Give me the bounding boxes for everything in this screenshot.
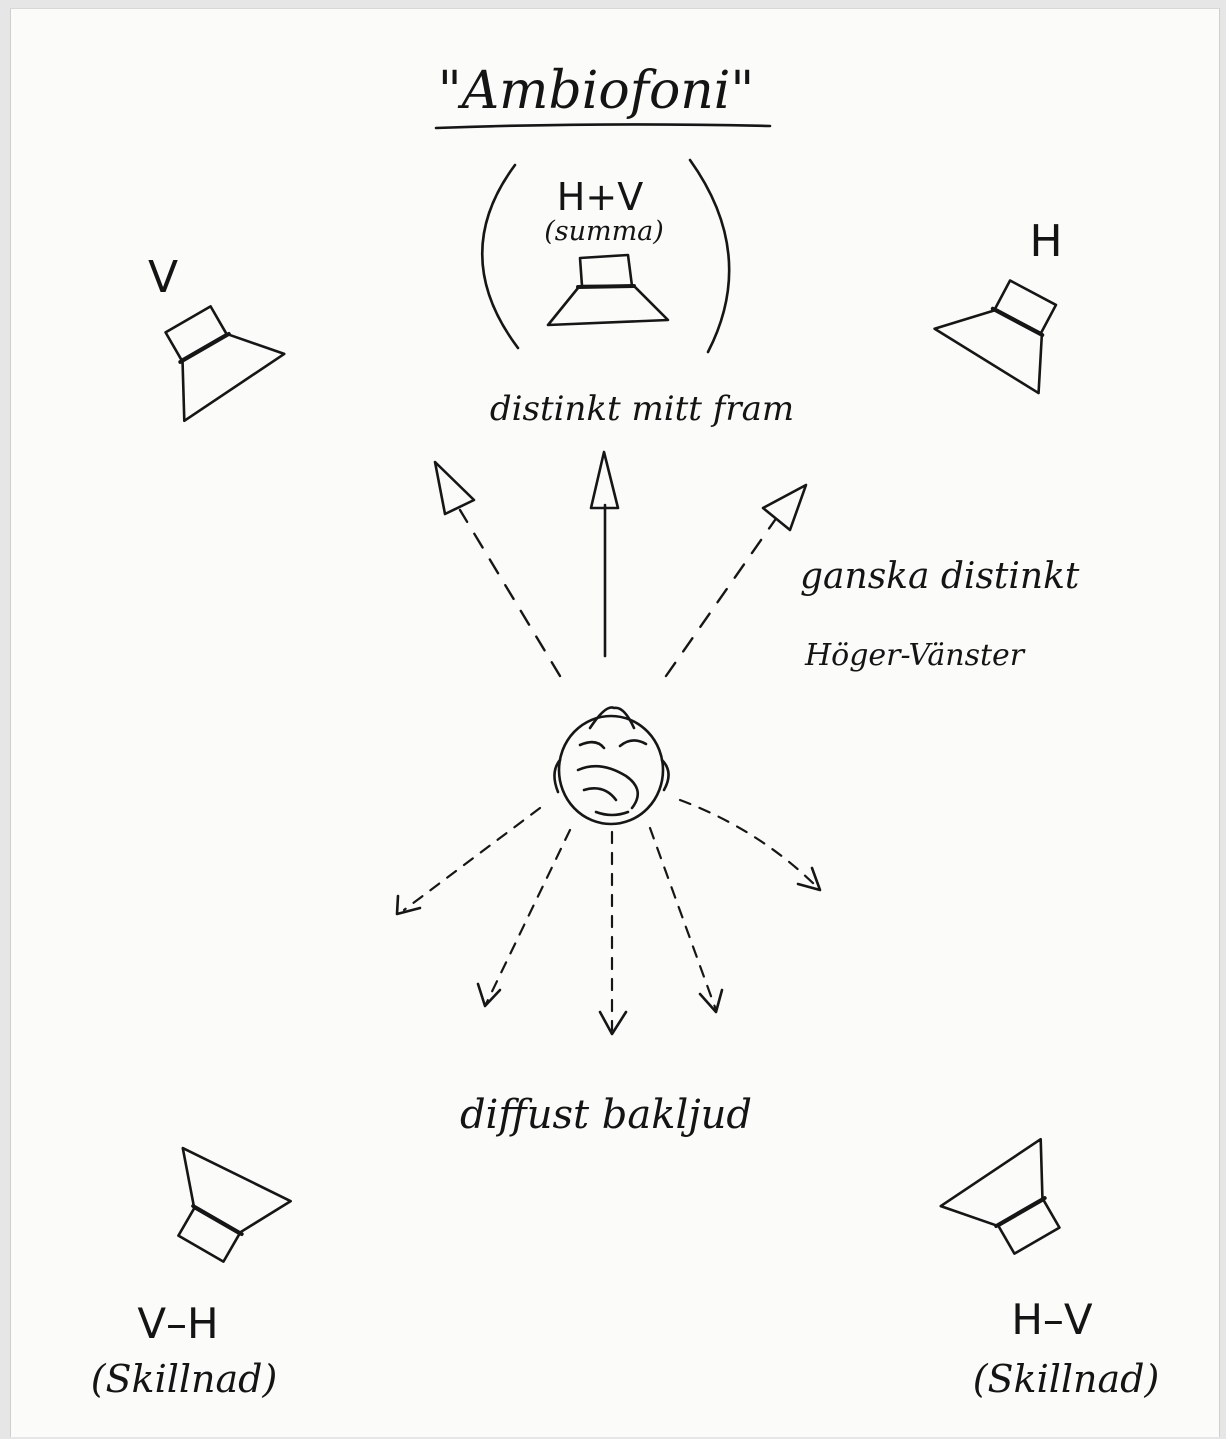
rear-right-speaker-label: H–V [1011,1295,1093,1344]
rear-right-speaker-sublabel: (Skillnad) [973,1357,1160,1401]
rear-left-speaker-label: V–H [137,1299,218,1348]
left-parenthesis [482,165,518,348]
front-center-arrow-head [591,452,618,508]
rear-far-right-arrow-shaft [680,800,818,888]
listener-head-icon [554,707,668,824]
right-speaker-label: H [1029,216,1062,267]
side-note-line1: ganska distinkt [800,556,1080,597]
rear-arrows [397,800,820,1034]
rear-far-left-arrow-shaft [404,808,540,910]
rear-note: diffust bakljud [460,1092,752,1138]
center-speaker-group: H+V (summa) [482,160,729,352]
right-parenthesis [690,160,729,352]
side-note-line2: Höger-Vänster [804,638,1026,673]
front-left-arrow-head [435,462,474,514]
diagram-title: "Ambiofoni" [438,61,755,121]
front-right-arrow-head [763,485,806,530]
rear-left-speaker-sublabel: (Skillnad) [91,1357,278,1401]
rear-far-left-arrow-head [397,896,420,914]
rear-right-arrow-shaft [650,828,716,1010]
left-speaker-label: V [148,252,178,303]
rear-right-speaker-icon [937,1139,1084,1273]
right-speaker-icon [931,260,1079,393]
front-note: distinkt mitt fram [490,389,794,429]
rear-left-speaker-icon [144,1141,291,1275]
front-left-arrow-shaft [460,510,560,676]
rear-left-arrow-shaft [486,830,570,1004]
title-underline [436,124,770,128]
center-speaker-sublabel: (summa) [544,216,664,247]
rear-left-arrow-head [478,984,500,1006]
front-right-arrow-shaft [666,520,775,676]
center-speaker-icon [548,255,668,325]
front-arrows [435,452,806,676]
center-speaker-label: H+V [557,175,643,219]
left-speaker-icon [141,286,288,420]
